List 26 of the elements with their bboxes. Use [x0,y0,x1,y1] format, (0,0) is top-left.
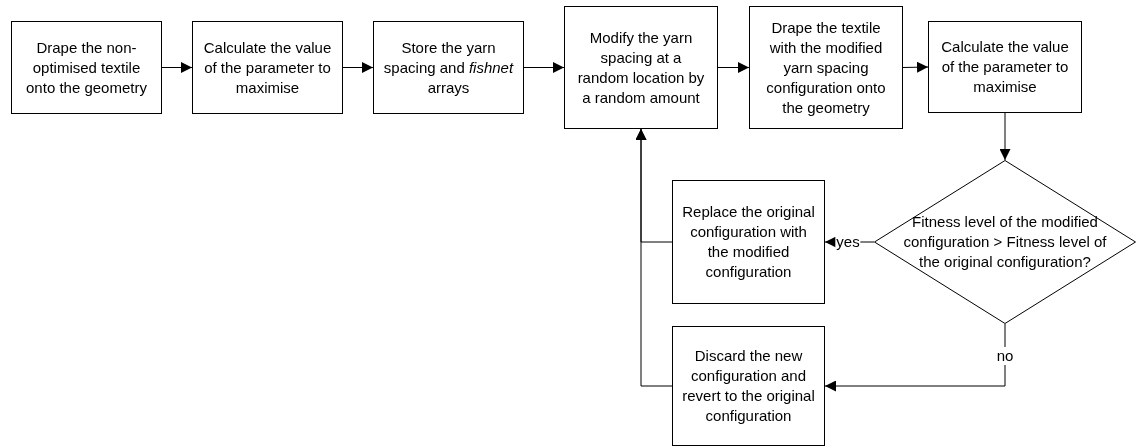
node-text: Replace the original configuration with the modified configuration [682,202,815,282]
node-text: Calculate the value of the parameter to maximise [940,37,1070,97]
arrow [161,62,193,73]
process-box [672,180,825,304]
process-box [11,21,162,114]
node-text: Drape the textile with the modified yarn spacing configuration onto the geometry [765,17,887,118]
process-box [928,21,1082,113]
node-text: Discard the new configuration and revert to the original configuration [682,346,815,426]
arrow [342,62,374,73]
node-text: Modify the yarn spacing at a random location by a random amount [576,27,706,108]
arrow [717,62,750,73]
arrow [824,323,1006,392]
process-box [373,21,524,114]
process-box [672,326,825,446]
arrow [635,128,673,387]
arrow [999,112,1011,161]
arrow [902,61,929,73]
arrow [523,62,565,73]
process-box [192,21,343,114]
node-text: Calculate the value of the parameter to maximise [202,37,333,98]
process-box [749,6,903,129]
process-box [564,6,718,129]
node-text: Fitness level of the modified configuration > Fitness level of the original configuration? [902,212,1108,272]
edge-label: no [995,347,1015,365]
node-text: Drape the non-optimised textile onto the geometry [25,37,148,98]
node-text: Store the yarn spacing and fishnet arrays [383,37,514,98]
